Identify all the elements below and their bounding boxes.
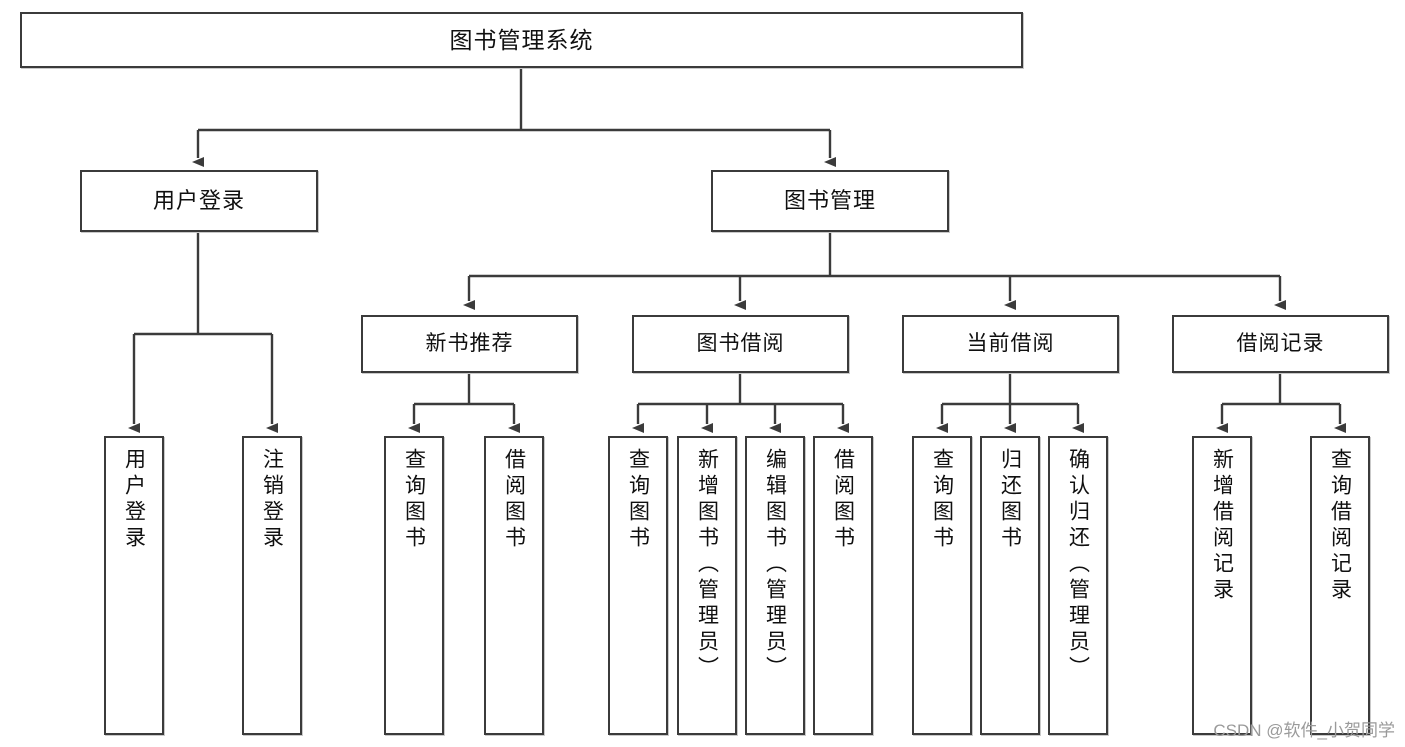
leaf-current-borrow-return-label: 归还图书 bbox=[998, 448, 1022, 552]
leaf-user-login-logout-label: 注销登录 bbox=[260, 448, 284, 552]
leaf-user-login-logout[interactable]: 注销登录 bbox=[242, 436, 302, 735]
leaf-book-borrow-edit-label: 编辑图书（管理员） bbox=[763, 448, 787, 682]
node-new-book-recommend-label: 新书推荐 bbox=[425, 331, 514, 355]
leaf-current-borrow-query[interactable]: 查询图书 bbox=[912, 436, 972, 735]
node-new-book-recommend[interactable]: 新书推荐 bbox=[361, 315, 578, 373]
leaf-book-borrow-add[interactable]: 新增图书（管理员） bbox=[677, 436, 737, 735]
node-user-login[interactable]: 用户登录 bbox=[80, 170, 318, 232]
leaf-current-borrow-return[interactable]: 归还图书 bbox=[980, 436, 1040, 735]
leaf-new-book-query-label: 查询图书 bbox=[402, 448, 426, 552]
leaf-book-borrow-borrow[interactable]: 借阅图书 bbox=[813, 436, 873, 735]
node-root-system[interactable]: 图书管理系统 bbox=[20, 12, 1023, 68]
node-borrow-record[interactable]: 借阅记录 bbox=[1172, 315, 1389, 373]
node-book-borrow-label: 图书借阅 bbox=[696, 331, 785, 355]
leaf-user-login-login[interactable]: 用户登录 bbox=[104, 436, 164, 735]
leaf-new-book-borrow-label: 借阅图书 bbox=[502, 448, 526, 552]
leaf-new-book-query[interactable]: 查询图书 bbox=[384, 436, 444, 735]
leaf-borrow-record-query[interactable]: 查询借阅记录 bbox=[1310, 436, 1370, 735]
leaf-borrow-record-query-label: 查询借阅记录 bbox=[1328, 448, 1352, 604]
node-book-borrow[interactable]: 图书借阅 bbox=[632, 315, 849, 373]
node-current-borrow-label: 当前借阅 bbox=[966, 331, 1055, 355]
node-book-management-label: 图书管理 bbox=[783, 188, 876, 214]
node-root-label: 图书管理系统 bbox=[449, 26, 594, 53]
leaf-borrow-record-add[interactable]: 新增借阅记录 bbox=[1192, 436, 1252, 735]
leaf-book-borrow-query[interactable]: 查询图书 bbox=[608, 436, 668, 735]
node-borrow-record-label: 借阅记录 bbox=[1236, 331, 1325, 355]
leaf-book-borrow-borrow-label: 借阅图书 bbox=[831, 448, 855, 552]
leaf-book-borrow-edit[interactable]: 编辑图书（管理员） bbox=[745, 436, 805, 735]
leaf-new-book-borrow[interactable]: 借阅图书 bbox=[484, 436, 544, 735]
leaf-book-borrow-query-label: 查询图书 bbox=[626, 448, 650, 552]
leaf-current-borrow-confirm-label: 确认归还（管理员） bbox=[1066, 448, 1090, 682]
node-current-borrow[interactable]: 当前借阅 bbox=[902, 315, 1119, 373]
node-user-login-label: 用户登录 bbox=[152, 188, 245, 214]
leaf-current-borrow-query-label: 查询图书 bbox=[930, 448, 954, 552]
leaf-borrow-record-add-label: 新增借阅记录 bbox=[1210, 448, 1234, 604]
node-book-management[interactable]: 图书管理 bbox=[711, 170, 949, 232]
leaf-book-borrow-add-label: 新增图书（管理员） bbox=[695, 448, 719, 682]
leaf-user-login-login-label: 用户登录 bbox=[122, 448, 146, 552]
leaf-current-borrow-confirm[interactable]: 确认归还（管理员） bbox=[1048, 436, 1108, 735]
